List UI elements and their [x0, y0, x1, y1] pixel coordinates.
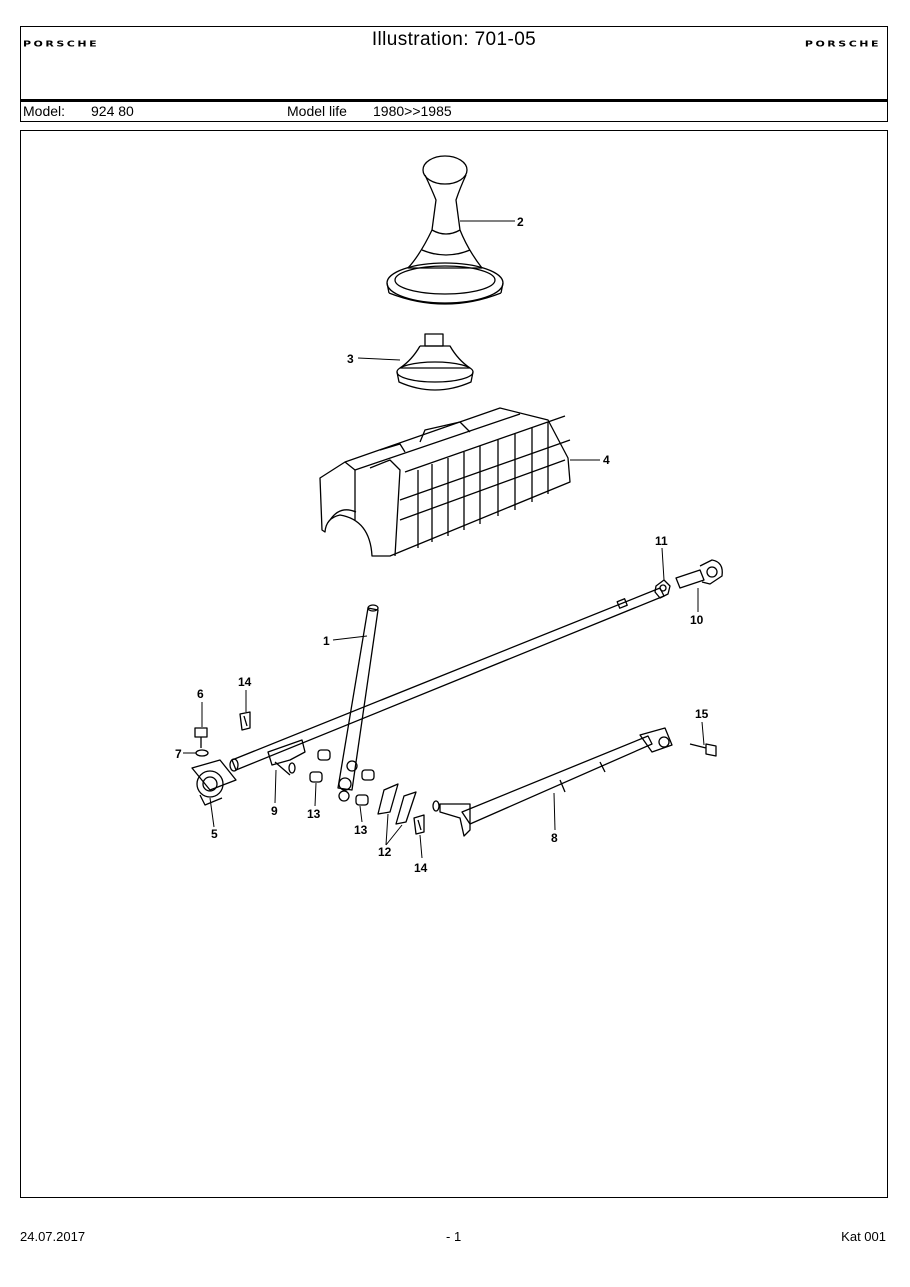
ball-joint-drawing [675, 559, 723, 589]
leader-lines [183, 220, 705, 859]
callout-13-left: 13 [307, 807, 321, 821]
footer-date: 24.07.2017 [20, 1229, 86, 1244]
callout-9: 9 [271, 804, 278, 818]
callout-14-upper: 14 [238, 675, 252, 689]
bushings-drawing [309, 749, 375, 806]
callout-3: 3 [347, 352, 354, 366]
bolt-6-drawing [194, 727, 208, 748]
callout-4: 4 [603, 453, 610, 467]
shift-rod-drawing [229, 587, 665, 772]
inner-boot-drawing [396, 333, 474, 391]
rod-bracket-drawing [267, 739, 306, 776]
footer-page-number: - 1 [446, 1229, 462, 1244]
callout-8: 8 [551, 831, 558, 845]
header-divider [21, 99, 887, 102]
gear-knob-boot-drawing [386, 155, 504, 305]
washer-drawing [195, 749, 209, 757]
model-life-value: 1980>>1985 [373, 103, 452, 119]
clip-upper-drawing [239, 711, 251, 731]
footer-catalog: Kat 001 [841, 1229, 886, 1244]
connecting-rod-drawing [432, 727, 673, 837]
header-box: PORSCHE Illustration: 701-05 PORSCHE Mod… [20, 26, 888, 122]
callout-7: 7 [175, 747, 182, 761]
shift-housing-drawing [319, 407, 571, 557]
callout-15: 15 [695, 707, 709, 721]
callout-5: 5 [211, 827, 218, 841]
callout-14-lower: 14 [414, 861, 428, 875]
clip-lower-drawing [413, 814, 425, 835]
model-value: 924 80 [91, 103, 134, 119]
illustration-frame [20, 130, 888, 1198]
model-life-label: Model life [287, 103, 347, 119]
callout-6: 6 [197, 687, 204, 701]
callout-1: 1 [323, 634, 330, 648]
porsche-logo-left: PORSCHE [23, 39, 100, 49]
link-plates-drawing [377, 783, 417, 825]
callout-2: 2 [517, 215, 524, 229]
callout-10: 10 [690, 613, 704, 627]
callout-11: 11 [655, 534, 668, 548]
shift-lever-drawing [337, 604, 379, 791]
callout-12: 12 [378, 845, 392, 859]
model-label: Model: [23, 103, 66, 119]
bearing-block-drawing [191, 759, 237, 806]
illustration-title: Illustration: 701-05 [371, 29, 537, 50]
bolt-15-drawing [689, 743, 717, 757]
porsche-logo-right: PORSCHE [804, 39, 881, 49]
model-row: Model: 924 80 Model life 1980>>1985 [21, 102, 887, 122]
callout-13-right: 13 [354, 823, 368, 837]
